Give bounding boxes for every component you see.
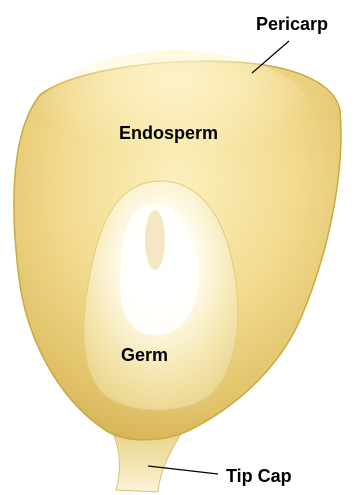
- label-pericarp: Pericarp: [256, 14, 328, 34]
- germ-core-tint: [145, 210, 165, 270]
- label-endosperm: Endosperm: [119, 123, 218, 143]
- endosperm-highlight: [35, 50, 315, 190]
- label-germ: Germ: [121, 345, 168, 365]
- label-tip-cap: Tip Cap: [226, 466, 292, 486]
